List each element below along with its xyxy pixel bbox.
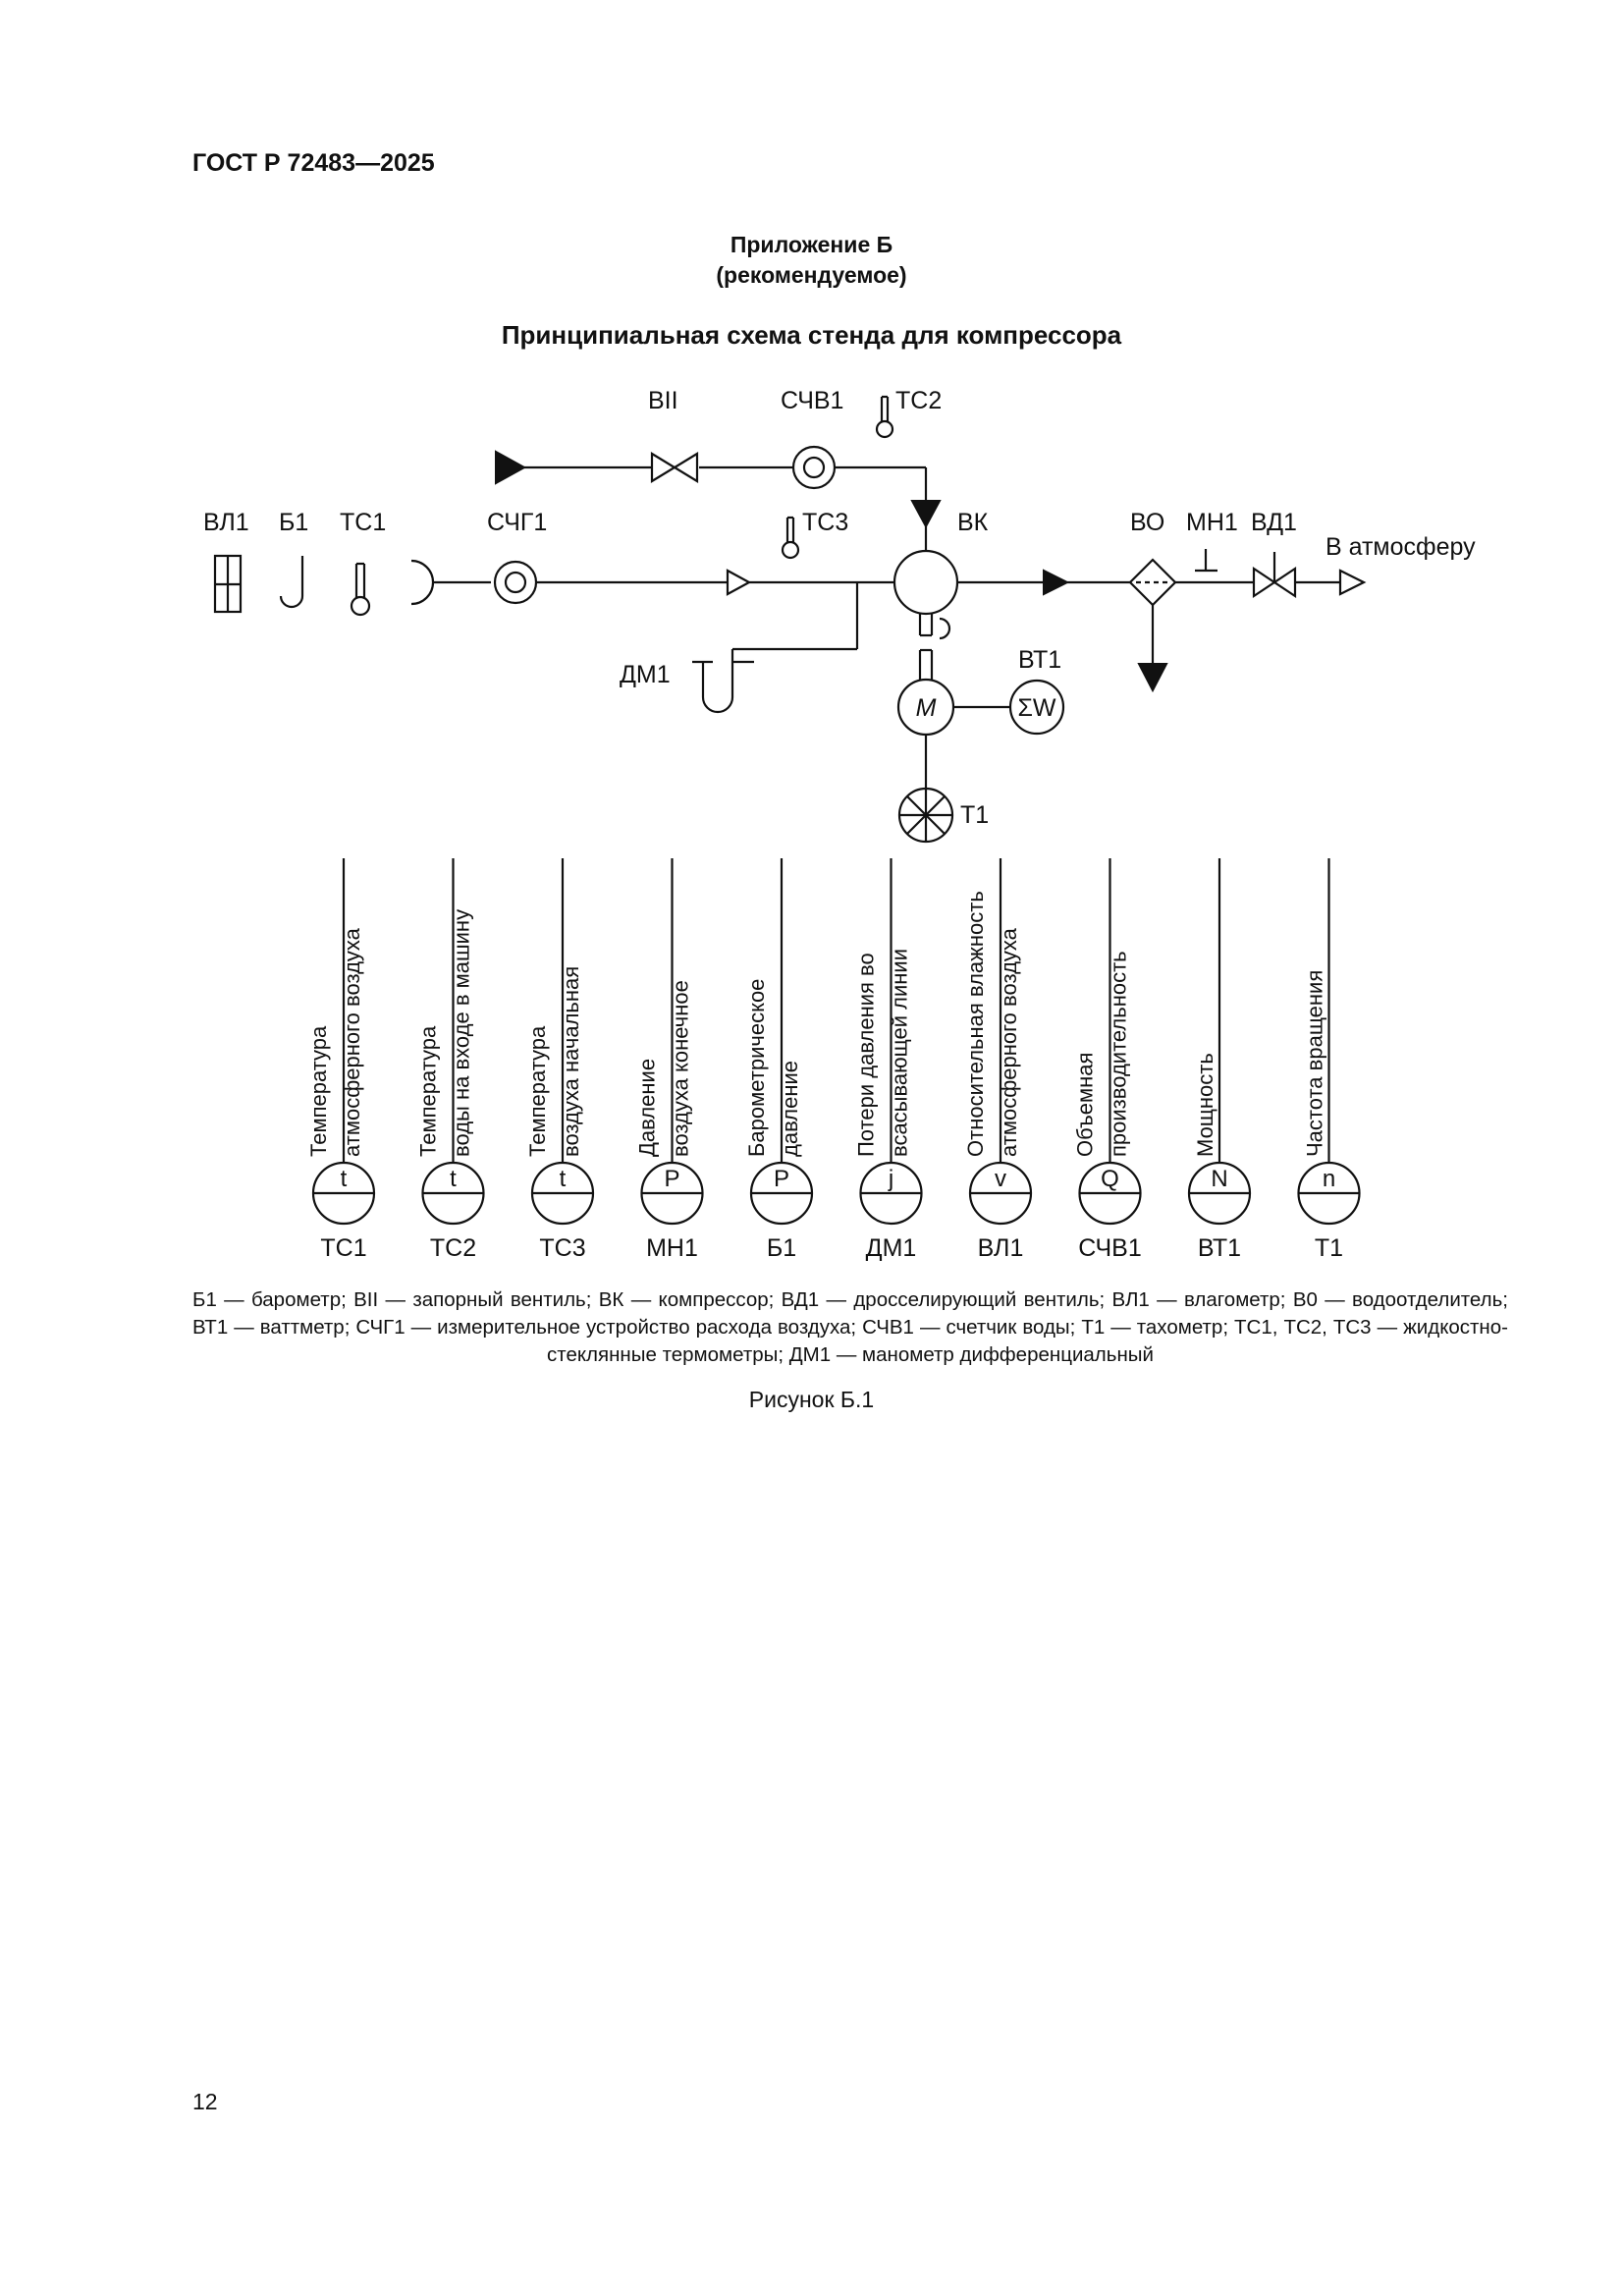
gauge-letter: P: [774, 1166, 789, 1192]
gauge-letter: t: [341, 1166, 348, 1192]
air-flow-meter-schg1-symbol: [493, 560, 538, 605]
label-schv1: СЧВ1: [781, 387, 843, 414]
water-inlet-arrow: [495, 450, 527, 485]
gauge-param-line1: Объемная: [1073, 1053, 1098, 1157]
label-vo: ВО: [1130, 509, 1164, 536]
air-intake-symbol: [410, 559, 435, 606]
gauge-param-line1: Температура: [525, 1025, 550, 1157]
gauge-code: Т1: [1315, 1234, 1343, 1262]
air-flow-arrow: [726, 569, 752, 596]
gauge-code: МН1: [646, 1234, 698, 1262]
gauge-code: ВЛ1: [978, 1234, 1024, 1262]
differential-manometer-dm1-symbol: [692, 649, 754, 714]
thermometer-tc1-symbol: [350, 562, 371, 617]
gauge-param-line1: Потери давления во: [854, 953, 879, 1157]
gauge-code: ДМ1: [866, 1234, 917, 1262]
figure-legend: Б1 — барометр; ВII — запорный вентиль; В…: [192, 1288, 1508, 1366]
figure-title: Принципиальная схема стенда для компресс…: [501, 320, 1122, 350]
figure-caption: Рисунок Б.1: [748, 1387, 875, 1412]
gauge-param-line1: Температура: [306, 1025, 331, 1157]
gauge-param-line2: воды на входе в машину: [450, 909, 474, 1157]
throttle-valve-vd1-symbol: [1252, 552, 1297, 599]
discharge-flow-arrow: [1043, 569, 1070, 596]
label-b1: Б1: [279, 509, 308, 536]
water-meter-schv1-symbol: [791, 445, 837, 490]
label-t1: Т1: [960, 801, 989, 829]
compressor-vk-symbol: [893, 549, 959, 616]
appendix-heading: Приложение Б (рекомендуемое): [0, 230, 1623, 291]
gauge-letter: P: [664, 1166, 679, 1192]
water-flow-arrow: [910, 500, 942, 529]
gauge-4: P Б1 Барометрическое давление: [744, 858, 814, 1262]
appendix-title: Приложение Б: [730, 232, 893, 257]
water-separator-vo-symbol: [1128, 558, 1177, 607]
gauge-param-line1: Температура: [416, 1025, 441, 1157]
gauge-8: N ВТ1 Мощность: [1187, 858, 1252, 1262]
gauge-code: ВТ1: [1198, 1234, 1241, 1262]
gauge-param-line1: Частота вращения: [1303, 970, 1327, 1157]
gauge-code: ТС1: [320, 1234, 366, 1262]
gauge-letter: n: [1323, 1166, 1335, 1192]
document-header: ГОСТ Р 72483—2025: [192, 149, 435, 177]
thermometer-tc3-symbol: [781, 516, 800, 560]
gauge-param-line2: воздуха начальная: [559, 966, 583, 1157]
label-tc3: ТС3: [802, 509, 848, 536]
gauge-param-line1: Давление: [635, 1059, 660, 1157]
gauge-letter: t: [450, 1166, 457, 1192]
gauge-param-line2: воздуха конечное: [669, 980, 693, 1157]
label-atm: В атмосферу: [1325, 533, 1476, 561]
gauge-param-line1: Относительная влажность: [963, 891, 988, 1157]
gauge-param-line2: атмосферного воздуха: [997, 927, 1021, 1157]
gauge-code: ТС2: [430, 1234, 476, 1262]
drain-arrow: [1137, 663, 1168, 693]
label-tc1: ТС1: [340, 509, 386, 536]
gauge-param-line2: производительность: [1107, 951, 1131, 1157]
gauge-param-line1: Мощность: [1193, 1053, 1217, 1157]
gauge-letter: v: [995, 1166, 1006, 1192]
label-mn1: МН1: [1186, 509, 1238, 536]
tachometer-t1-symbol: [897, 787, 954, 844]
manometer-mn1-symbol: [1195, 549, 1217, 573]
gauge-code: Б1: [767, 1234, 796, 1262]
outlet-arrow: [1338, 569, 1367, 596]
gauge-letter: t: [560, 1166, 567, 1192]
thermometer-tc2-symbol: [875, 395, 894, 439]
label-vt1: ВТ1: [1018, 646, 1061, 674]
wattmeter-vt1-symbol: [1008, 679, 1065, 736]
gauge-param-line1: Барометрическое: [744, 979, 769, 1157]
barometer-b1-symbol: [279, 556, 304, 609]
gauge-9: nТ1 Частота вращения: [1297, 858, 1361, 1262]
motor-label: M: [916, 694, 937, 722]
gauge-code: ТС3: [539, 1234, 585, 1262]
gauge-param-line2: атмосферного воздуха: [340, 927, 364, 1157]
label-vl1: ВЛ1: [203, 509, 249, 536]
label-vd1: ВД1: [1251, 509, 1297, 536]
label-schg1: СЧГ1: [487, 509, 547, 536]
gauge-param-line2: всасывающей линии: [888, 949, 912, 1157]
gauge-letter: Q: [1101, 1166, 1119, 1192]
label-vk: ВК: [957, 509, 989, 536]
label-tc2: ТС2: [895, 387, 942, 414]
gauge-param-line2: давление: [778, 1061, 802, 1157]
appendix-status: (рекомендуемое): [716, 262, 907, 288]
valve-vii-symbol: [650, 452, 699, 483]
label-dm1: ДМ1: [620, 661, 671, 688]
hygrometer-vl1-symbol: [213, 554, 243, 614]
gauge-letter: N: [1211, 1166, 1227, 1192]
page-number: 12: [192, 2089, 218, 2114]
gauge-letter: j: [888, 1166, 893, 1192]
label-vii: ВII: [648, 387, 678, 414]
compressor-stand-diagram: M ΣW ВII СЧ: [203, 387, 1476, 1262]
gauge-code: СЧВ1: [1078, 1234, 1141, 1262]
wattmeter-label: ΣW: [1017, 694, 1055, 722]
gauge-3: P МН1 Давление воздуха конечное: [635, 858, 704, 1262]
gauge-7: Q СЧВ1 Объемная производительность: [1073, 858, 1142, 1262]
